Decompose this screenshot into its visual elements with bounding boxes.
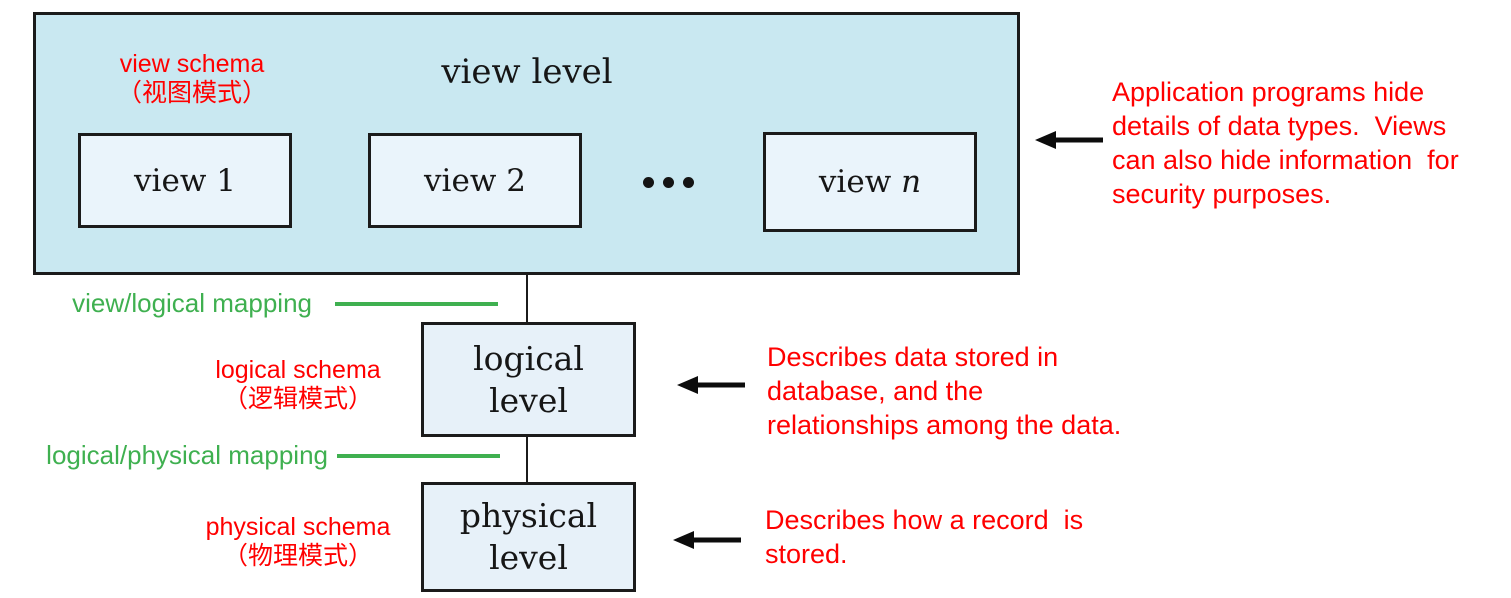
view-n-label-italic: n — [901, 164, 922, 200]
physical-level-label: physical level — [459, 496, 598, 577]
logical-physical-mapping-line — [337, 454, 500, 458]
physical-level-annotation: Describes how a record is stored. — [765, 505, 1084, 569]
view-logical-mapping-line — [335, 302, 498, 306]
left-arrow-icon — [1035, 131, 1103, 149]
physical-schema-label: physical schema （物理模式） — [205, 513, 391, 570]
logical-level-annotation: Describes data stored in database, and t… — [767, 342, 1122, 440]
view-level-annotation: Application programs hide details of dat… — [1112, 77, 1459, 209]
view-1-label: view 1 — [134, 162, 236, 199]
ellipsis-dot — [642, 176, 654, 188]
left-arrow-icon — [673, 531, 741, 549]
logical-schema-label: logical schema （逻辑模式） — [215, 356, 381, 413]
logical-level-box: logical level — [421, 322, 636, 437]
view-n-label-prefix: view — [818, 164, 902, 200]
ellipsis-dots — [630, 170, 706, 194]
view-1-box: view 1 — [78, 133, 292, 228]
connector-logical-to-physical — [526, 435, 528, 482]
ellipsis-dot — [662, 176, 674, 188]
connector-view-to-logical — [526, 272, 528, 322]
view-schema-label: view schema （视图模式） — [116, 50, 267, 107]
ellipsis-dot — [682, 176, 694, 188]
view-logical-mapping-label: view/logical mapping — [72, 288, 312, 318]
left-arrow-icon — [677, 376, 745, 394]
physical-level-box: physical level — [421, 482, 636, 592]
view-2-box: view 2 — [368, 133, 582, 228]
logical-physical-mapping-label: logical/physical mapping — [46, 440, 328, 470]
view-n-box: view n — [763, 132, 977, 232]
view-level-title: view level — [441, 52, 613, 92]
logical-level-label: logical level — [473, 338, 584, 420]
view-2-label: view 2 — [424, 162, 526, 199]
